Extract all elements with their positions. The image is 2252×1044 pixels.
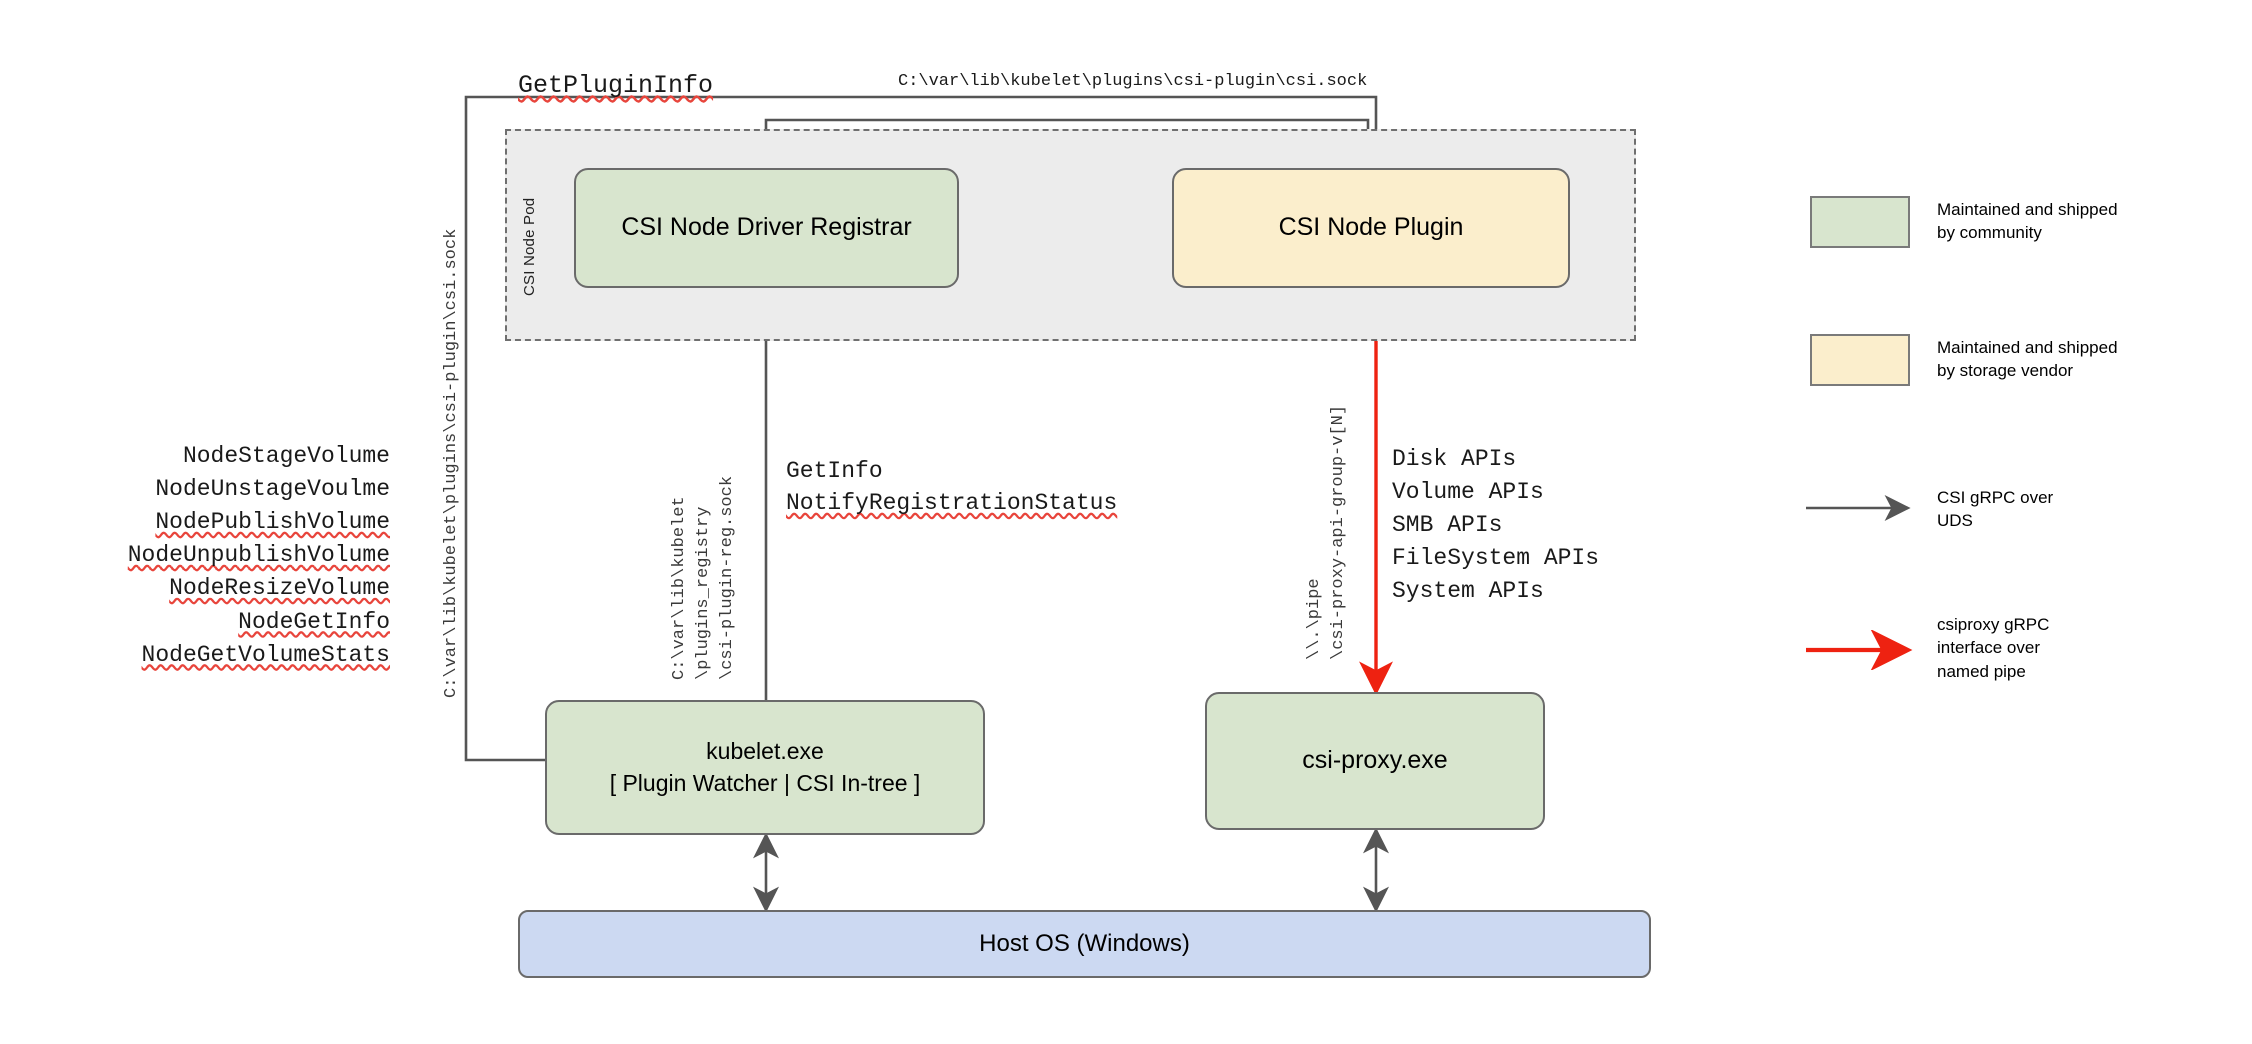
legend-label-csiproxy-grpc-namedpipe: csiproxy gRPC interface over named pipe xyxy=(1937,615,2050,681)
box-kubelet[interactable]: kubelet.exe [ Plugin Watcher | CSI In-tr… xyxy=(545,700,985,835)
legend-arrow-gray-icon xyxy=(1806,495,1911,521)
node-api-call-item: NodeStageVolume xyxy=(182,443,390,469)
box-csi-node-driver-registrar[interactable]: CSI Node Driver Registrar xyxy=(574,168,959,288)
proxy-api-group-item: Volume APIs xyxy=(1392,479,1544,506)
node-api-call-item: NodeGetInfo xyxy=(238,608,390,635)
node-api-call-item: NodePublishVolume xyxy=(155,509,390,536)
annotation-registry-path-line2: \plugins_registry xyxy=(694,506,713,680)
legend-swatch-community xyxy=(1810,196,1910,248)
node-api-call-item: NodeUnstageVoulme xyxy=(155,476,390,503)
box-kubelet-line1: kubelet.exe xyxy=(706,738,824,765)
box-csi-node-driver-registrar-label: CSI Node Driver Registrar xyxy=(621,213,912,242)
legend-label-storage-vendor: Maintained and shipped by storage vendor xyxy=(1937,338,2118,381)
annotation-notifyregistrationstatus: NotifyRegistrationStatus xyxy=(786,490,1118,516)
box-host-os[interactable]: Host OS (Windows) xyxy=(518,910,1651,978)
box-host-os-label: Host OS (Windows) xyxy=(979,929,1190,957)
proxy-api-group-item: FileSystem APIs xyxy=(1392,545,1600,572)
legend-label-csi-grpc-uds: CSI gRPC over UDS xyxy=(1937,488,2054,531)
annotation-registry-path-line1: C:\var\lib\kubelet xyxy=(670,496,689,680)
annotation-named-pipe-line2: \csi-proxy-api-group-v[N] xyxy=(1329,404,1348,660)
proxy-api-group-item: Disk APIs xyxy=(1392,446,1517,472)
box-csi-node-plugin-label: CSI Node Plugin xyxy=(1278,213,1464,242)
node-api-call-item: NodeUnpublishVolume xyxy=(127,542,390,569)
legend-swatch-storage-vendor xyxy=(1810,334,1910,386)
node-api-call-item: NodeResizeVolume xyxy=(169,575,390,602)
annotation-csi-sock-vertical: C:\var\lib\kubelet\plugins\csi-plugin\cs… xyxy=(442,228,461,698)
box-kubelet-line2: [ Plugin Watcher | CSI In-tree ] xyxy=(609,769,921,796)
annotation-getplugininfo: GetPluginInfo xyxy=(518,71,714,100)
legend-label-community: Maintained and shipped by community xyxy=(1937,200,2118,243)
box-csi-node-plugin[interactable]: CSI Node Plugin xyxy=(1172,168,1570,288)
proxy-api-group-item: System APIs xyxy=(1392,578,1544,605)
box-csi-proxy-label: csi-proxy.exe xyxy=(1302,746,1448,775)
box-csi-proxy[interactable]: csi-proxy.exe xyxy=(1205,692,1545,830)
annotation-named-pipe-line1: \\.\pipe xyxy=(1305,578,1324,660)
node-api-call-item: NodeGetVolumeStats xyxy=(141,641,390,668)
annotation-getinfo: GetInfo xyxy=(786,458,883,484)
proxy-api-group-item: SMB APIs xyxy=(1392,512,1503,539)
csi-node-pod-label: CSI Node Pod xyxy=(521,197,538,296)
legend-arrow-red-icon xyxy=(1806,630,1913,670)
node-api-call-list: NodeStageVolume NodeUnstageVoulme NodePu… xyxy=(60,440,390,672)
annotation-csi-sock-path: C:\var\lib\kubelet\plugins\csi-plugin\cs… xyxy=(898,72,1368,91)
proxy-api-group-list: Disk APIs Volume APIs SMB APIs FileSyste… xyxy=(1392,443,1599,609)
annotation-registry-path-line3: \csi-plugin-reg.sock xyxy=(718,475,737,680)
